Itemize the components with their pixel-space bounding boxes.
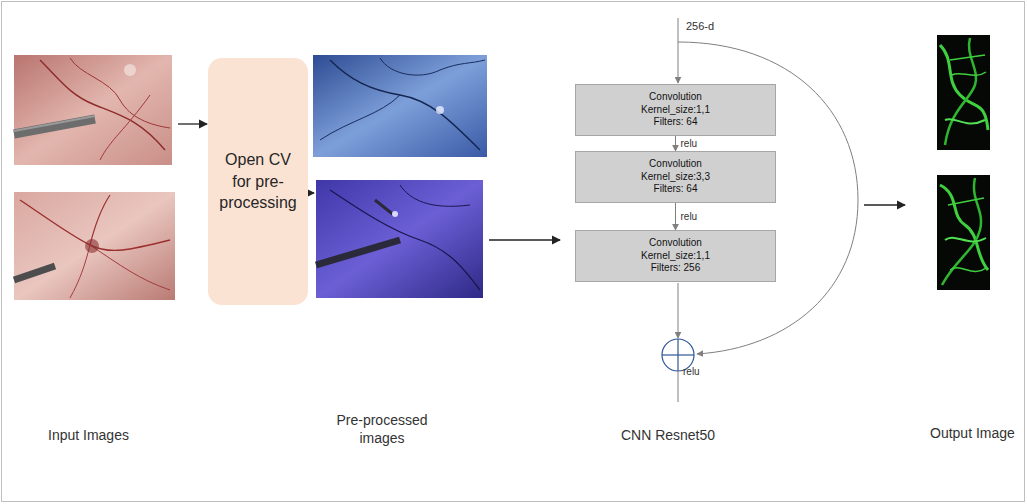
layer-text: Filters: 64 bbox=[641, 116, 710, 129]
light-reflection bbox=[392, 211, 398, 217]
input-image bbox=[14, 55, 172, 165]
layer-text: Kernel_size:1,1 bbox=[641, 104, 710, 117]
blood-vessel bbox=[320, 95, 400, 140]
blood-vessel bbox=[380, 58, 485, 75]
layer-text: Kernel_size:1,1 bbox=[641, 250, 710, 263]
surgical-instrument bbox=[316, 240, 400, 265]
node-text-group: ConvolutionKernel_size:1,1Filters: 256 bbox=[641, 237, 710, 275]
preprocessed-image bbox=[316, 180, 483, 298]
blood-vessel bbox=[70, 245, 90, 298]
light-reflection bbox=[124, 64, 136, 76]
process-text: Open CV for pre-processing bbox=[214, 149, 302, 214]
layer-text: Convolution bbox=[641, 91, 710, 104]
layer-text: Convolution bbox=[641, 237, 710, 250]
feature-contour bbox=[945, 238, 986, 242]
dimension-label: 256-d bbox=[686, 20, 736, 34]
output-line bbox=[678, 371, 679, 402]
layer-text: Convolution bbox=[641, 158, 710, 171]
flow-arrow bbox=[864, 204, 905, 205]
tissue-photo bbox=[14, 55, 172, 165]
preprocessed-image bbox=[313, 55, 487, 157]
stage-caption: Output Image bbox=[930, 425, 1022, 443]
layer-box: ConvolutionKernel_size:3,3Filters: 64 bbox=[575, 151, 776, 203]
node-text-group: Open CV for pre-processing bbox=[214, 149, 302, 214]
blood-vessel bbox=[90, 245, 170, 290]
layer-box: ConvolutionKernel_size:1,1Filters: 256 bbox=[575, 230, 776, 282]
feature-contour bbox=[950, 55, 986, 75]
enhanced-photo bbox=[316, 180, 483, 298]
connector-arrow bbox=[675, 136, 676, 151]
blood-vessel bbox=[90, 195, 110, 245]
output-image bbox=[937, 35, 990, 150]
activation-label: relu bbox=[683, 366, 723, 379]
segmentation-map bbox=[937, 35, 990, 150]
plus-sign bbox=[677, 339, 678, 371]
node-text-group: ConvolutionKernel_size:3,3Filters: 64 bbox=[641, 158, 710, 196]
segmentation-map bbox=[937, 175, 990, 290]
layer-box: ConvolutionKernel_size:1,1Filters: 64 bbox=[575, 84, 776, 136]
output-image bbox=[937, 175, 990, 290]
enhanced-photo bbox=[313, 55, 487, 157]
stage-caption: CNN Resnet50 bbox=[598, 427, 738, 445]
layer-text: Kernel_size:3,3 bbox=[641, 171, 710, 184]
feature-contour bbox=[945, 38, 976, 145]
input-line bbox=[678, 18, 679, 83]
process-box: Open CV for pre-processing bbox=[208, 58, 308, 305]
blood-vessel bbox=[40, 60, 165, 150]
layer-text: Filters: 256 bbox=[641, 262, 710, 275]
stage-caption: Pre-processed images bbox=[322, 412, 442, 447]
stage-caption: Input Images bbox=[48, 427, 168, 445]
layer-text: Filters: 64 bbox=[641, 183, 710, 196]
tissue-photo bbox=[14, 192, 175, 300]
node-text-group: ConvolutionKernel_size:1,1Filters: 64 bbox=[641, 91, 710, 129]
surgical-instrument bbox=[14, 266, 55, 280]
blood-vessel bbox=[100, 95, 150, 160]
flow-arrow bbox=[489, 239, 560, 240]
tissue-spot bbox=[85, 239, 99, 253]
feature-contour bbox=[945, 119, 985, 124]
block-line bbox=[678, 283, 679, 338]
blood-vessel bbox=[330, 190, 480, 290]
surgical-instrument bbox=[14, 119, 95, 134]
surgical-instrument bbox=[375, 200, 395, 216]
activation-label: relu bbox=[681, 211, 698, 222]
feature-contour bbox=[948, 198, 986, 271]
instrument-highlight bbox=[14, 116, 95, 131]
flow-arrow bbox=[178, 123, 207, 124]
activation-label: relu bbox=[681, 138, 698, 149]
input-image bbox=[14, 192, 175, 300]
connector-arrow bbox=[675, 203, 676, 230]
light-reflection bbox=[436, 106, 444, 114]
blood-vessel bbox=[400, 185, 470, 206]
feature-contour bbox=[940, 45, 988, 130]
